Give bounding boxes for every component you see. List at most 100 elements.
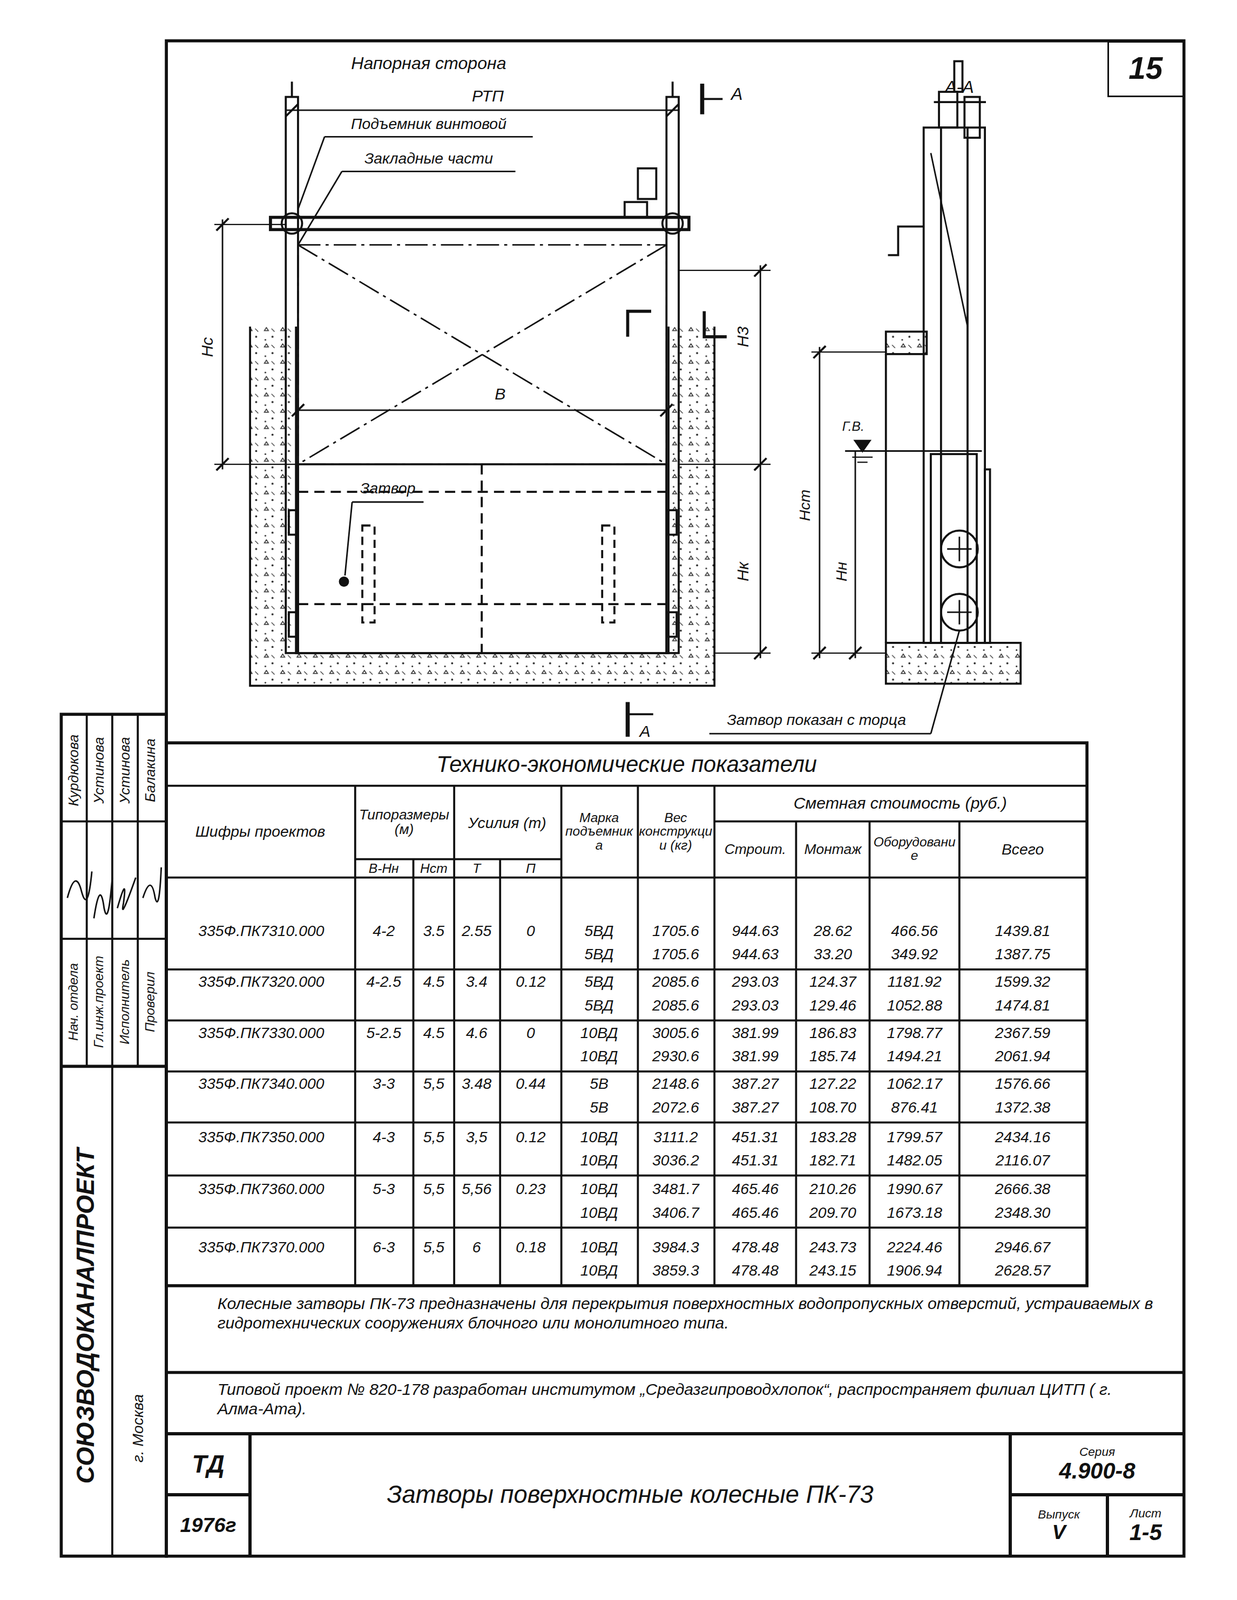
table-cell: 210.26 — [809, 1180, 857, 1199]
issue-box: ВыпускV — [1010, 1495, 1108, 1557]
part-label: Подъемник винтовой — [350, 114, 507, 133]
section-mark: А — [731, 83, 743, 104]
sheet-box: Лист1-5 — [1107, 1495, 1185, 1557]
table-cell: 335Ф.ПК7370.000 — [198, 1238, 324, 1257]
series-box: Серия4.900-8 — [1010, 1434, 1184, 1496]
table-cell: 3111.2 — [653, 1127, 698, 1146]
table-cell: 1482.05 — [886, 1151, 942, 1170]
table-cell: 1599.32 — [995, 972, 1051, 991]
table-header: Сметная стоимость (руб.) — [793, 793, 1007, 813]
signer-role: Исполнитель — [116, 959, 132, 1045]
table-cell: 3.4 — [465, 972, 488, 991]
table-cell: 478.48 — [731, 1261, 779, 1280]
table-header: Шифры проектов — [183, 823, 337, 841]
table-header: Вес конструкции (кг) — [638, 810, 713, 853]
table-header: В-Нн — [368, 860, 400, 876]
box-text: ТД — [191, 1451, 225, 1479]
table-cell: 10ВД — [580, 1151, 619, 1170]
table-cell: 465.46 — [731, 1203, 779, 1222]
table-cell: 387.27 — [731, 1098, 779, 1117]
table-cell: 3406.7 — [652, 1203, 700, 1222]
table-cell: 1705.6 — [652, 945, 700, 964]
table-cell: 3,5 — [465, 1127, 488, 1146]
table-cell: 129.46 — [809, 996, 857, 1015]
table-cell: 33.20 — [813, 945, 853, 964]
table-cell: 2061.94 — [995, 1047, 1051, 1066]
table-cell: 127.22 — [809, 1075, 857, 1093]
box-text: Лист — [1130, 1506, 1162, 1521]
table-cell: 2434.16 — [995, 1127, 1051, 1146]
table-cell: 466.56 — [890, 922, 938, 941]
water-level-label: Г.В. — [842, 418, 865, 435]
table-header: Монтаж — [803, 840, 862, 857]
signer-role: Проверил — [142, 971, 158, 1033]
organization-name: СОЮЗВОДОКАНАЛПРОЕКТ — [71, 1148, 100, 1485]
box-text: Выпуск — [1037, 1508, 1080, 1522]
table-cell: 4.5 — [423, 972, 445, 991]
table-cell: 28.62 — [813, 922, 853, 941]
table-cell: 5,5 — [423, 1180, 445, 1199]
table-cell: 1387.75 — [995, 945, 1051, 964]
table-cell: 5ВД — [584, 922, 614, 941]
section-mark: А — [639, 722, 651, 742]
table-header: Оборудование — [871, 835, 958, 864]
organization-city: г. Москва — [129, 1394, 147, 1464]
table-cell: 2224.46 — [886, 1238, 942, 1257]
table-cell: 209.70 — [809, 1203, 857, 1222]
table-cell: 5ВД — [584, 972, 614, 991]
table-cell: 0.12 — [515, 1127, 546, 1146]
table-cell: 4-3 — [372, 1127, 395, 1146]
table-cell: 5,5 — [423, 1075, 445, 1093]
table-cell: 2628.57 — [995, 1261, 1051, 1280]
table-cell: 293.03 — [731, 996, 779, 1015]
table-cell: 335Ф.ПК7320.000 — [198, 972, 324, 991]
table-cell: 1990.67 — [886, 1180, 942, 1199]
table-cell: 335Ф.ПК7360.000 — [198, 1180, 324, 1199]
table-cell: 183.28 — [809, 1127, 857, 1146]
view-note: Затвор показан с торца — [726, 710, 906, 729]
note-text: Колесные затворы ПК-73 предназначены для… — [217, 1294, 1162, 1334]
table-cell: 3-3 — [372, 1075, 395, 1093]
table-cell: 1906.94 — [886, 1261, 942, 1280]
section-title: А-А — [944, 76, 975, 97]
table-cell: 1705.6 — [652, 922, 700, 941]
table-cell: 10ВД — [580, 1203, 619, 1222]
title-box: Затворы поверхностные колесные ПК-73 — [249, 1434, 1011, 1557]
table-cell: 5В — [589, 1098, 609, 1117]
table-cell: 349.92 — [890, 945, 938, 964]
dimension-label: Н3 — [733, 326, 753, 348]
table-cell: 5-3 — [372, 1180, 395, 1199]
table-cell: 5,5 — [423, 1238, 445, 1257]
table-cell: 1372.38 — [995, 1098, 1051, 1117]
table-cell: 335Ф.ПК7350.000 — [198, 1127, 324, 1146]
code-box: ТД — [166, 1434, 250, 1496]
table-cell: 182.71 — [809, 1151, 857, 1170]
table-header: Всего — [1001, 840, 1044, 858]
signer-role: Нач. отдела — [65, 963, 81, 1042]
table-cell: 5В — [589, 1075, 609, 1093]
signer-name: Курдюкова — [65, 734, 82, 807]
table-cell: 10ВД — [580, 1261, 619, 1280]
table-cell: 1474.81 — [995, 996, 1051, 1015]
table-cell: 2085.6 — [652, 972, 700, 991]
table-cell: 335Ф.ПК7310.000 — [198, 922, 324, 941]
table-cell: 243.73 — [809, 1238, 857, 1257]
table-header: П — [525, 860, 536, 876]
table-cell: 6 — [472, 1238, 482, 1257]
box-text: 15 — [1128, 51, 1163, 86]
dimension-label: Нк — [733, 561, 753, 581]
table-cell: 10ВД — [580, 1127, 619, 1146]
table-cell: 1181.92 — [887, 972, 942, 991]
dimension-label: Нс — [197, 336, 217, 357]
table-header: Строит. — [724, 840, 787, 857]
note-text: Типовой проект № 820-178 разработан инст… — [217, 1380, 1162, 1420]
table-cell: 876.41 — [890, 1098, 938, 1117]
table-cell: 10ВД — [580, 1238, 619, 1257]
table-cell: 478.48 — [731, 1238, 779, 1257]
year-box: 1976г — [166, 1495, 250, 1557]
table-cell: 10ВД — [580, 1024, 619, 1043]
table-cell: 2367.59 — [995, 1024, 1051, 1043]
table-title: Технико-экономические показатели — [436, 751, 817, 778]
